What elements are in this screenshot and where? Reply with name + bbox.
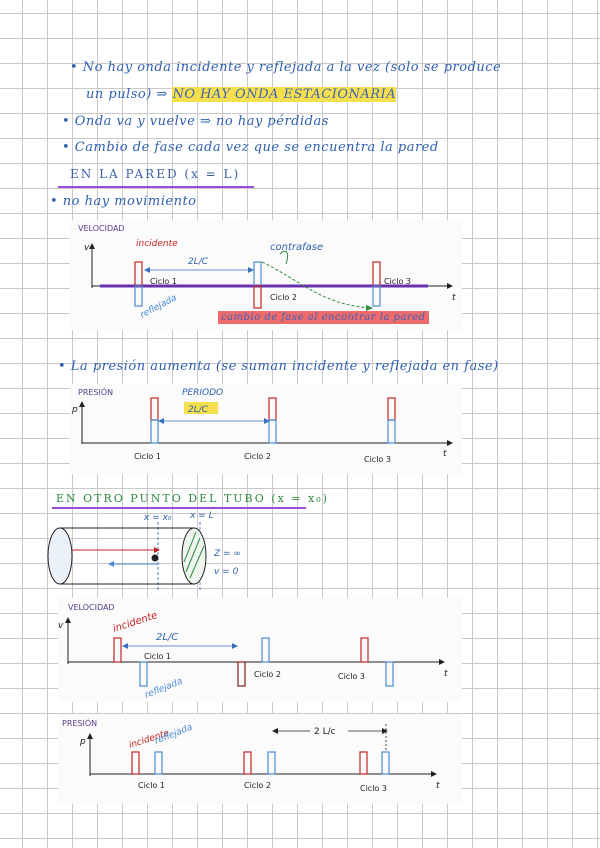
section-title-other-point: EN OTRO PUNTO DEL TUBO (x = x₀) xyxy=(56,492,329,505)
pressure-point-svg: PRESIÓN p t incidente reflejada 2 L/c Ci… xyxy=(62,717,440,793)
tube-wall-hatch xyxy=(183,531,205,579)
tube-x0-label: x = x₀ xyxy=(143,513,172,523)
fig3-title: VELOCIDAD xyxy=(68,603,115,612)
tube-probe-icon xyxy=(151,554,159,562)
fig2-axis-y: p xyxy=(71,405,78,415)
fig1-axis-y: v xyxy=(84,243,90,253)
tube-velocity-zero-label: v = 0 xyxy=(214,567,239,577)
fig2-reflected-pulse-1 xyxy=(150,419,159,444)
pressure-wall-svg: PRESIÓN p t PERIODO 2L/C Ciclo 1 Ciclo 2… xyxy=(71,386,453,464)
fig1-phase-change-arrow xyxy=(261,261,371,309)
fig1-incidente-label: incidente xyxy=(136,239,178,249)
section-underline-at-wall xyxy=(58,186,254,188)
fig1-contrafase-label: contrafase xyxy=(270,242,323,253)
note-line-no-incident-reflected: • No hay onda incidente y reflejada a la… xyxy=(70,60,502,75)
fig1-reflejada-label: reflejada xyxy=(139,293,179,321)
tube-diagram: x = x₀ x = L Z = ∞ v = 0 xyxy=(40,508,250,594)
tube-svg: x = x₀ x = L Z = ∞ v = 0 xyxy=(47,511,241,592)
fig1-y-axis-arrow xyxy=(89,243,95,249)
fig1-cycle-3: Ciclo 3 xyxy=(384,277,411,286)
fig4-title: PRESIÓN xyxy=(62,717,97,728)
note-line-pressure-increases: • La presión aumenta (se suman incidente… xyxy=(58,359,499,374)
fig2-incident-pulse-3 xyxy=(387,397,396,421)
fig1-title: VELOCIDAD xyxy=(78,224,125,233)
note-line-no-losses: • Onda va y vuelve ⇒ no hay pérdidas xyxy=(62,114,329,129)
fig2-cycle-3: Ciclo 3 xyxy=(364,455,391,464)
fig3-axis-x: t xyxy=(444,669,448,679)
fig2-axis-x: t xyxy=(443,449,447,459)
tube-left-end xyxy=(47,527,73,585)
fig2-cycle-1: Ciclo 1 xyxy=(134,452,161,461)
fig1-reflected-pulse-2 xyxy=(253,261,262,287)
velocity-wall-svg: VELOCIDAD v t 2L/C incidente reflejada c… xyxy=(78,224,456,321)
fig3-axis-y: v xyxy=(58,621,64,631)
fig4-cycle-3: Ciclo 3 xyxy=(360,784,387,793)
highlight-phase-change-note: cambio de fase al encontrar la pared xyxy=(218,311,429,324)
note-line-single-pulse: un pulso) ⇒ NO HAY ONDA ESTACIONARIA xyxy=(86,87,397,102)
fig3-incident-pulse-1 xyxy=(113,637,122,663)
fig4-cycle-1: Ciclo 1 xyxy=(138,781,165,790)
fig3-reflected-pulse-3 xyxy=(385,661,394,687)
fig4-cycle-2: Ciclo 2 xyxy=(244,781,271,790)
fig4-reflected-pulse-1 xyxy=(154,751,163,775)
fig1-incident-pulse-3 xyxy=(372,261,381,287)
fig1-contrafase-arrow xyxy=(279,250,289,265)
fig4-incident-pulse-3 xyxy=(359,751,368,775)
fig1-cycle-1: Ciclo 1 xyxy=(150,277,177,286)
highlight-no-standing-wave: NO HAY ONDA ESTACIONARIA xyxy=(172,87,397,102)
fig3-cycle-3: Ciclo 3 xyxy=(338,672,365,681)
fig3-incidente-label: incidente xyxy=(112,610,159,635)
fig2-period-label: 2L/C xyxy=(188,405,209,415)
fig4-reflected-pulse-2 xyxy=(267,751,276,775)
fig2-incident-pulse-2 xyxy=(268,397,277,421)
fig3-cycle-2: Ciclo 2 xyxy=(254,670,281,679)
fig2-cycle-2: Ciclo 2 xyxy=(244,452,271,461)
section-title-at-wall: EN LA PARED (x = L) xyxy=(70,167,241,181)
tube-impedance-label: Z = ∞ xyxy=(213,549,241,559)
fig4-reflected-pulse-3 xyxy=(381,751,390,775)
fig2-period-highlight xyxy=(184,402,218,414)
fig4-incident-pulse-1 xyxy=(131,751,140,775)
fig3-reflejada-label: reflejada xyxy=(143,677,184,701)
fig1-cycle-2: Ciclo 2 xyxy=(270,293,297,302)
fig1-reflected-pulse-1 xyxy=(134,285,143,307)
fig1-incident-pulse-1 xyxy=(134,261,143,287)
figure-velocity-at-point: VELOCIDAD v t incidente reflejada 2L/C C… xyxy=(58,598,462,702)
fig3-cycle-1: Ciclo 1 xyxy=(144,652,171,661)
fig2-title: PRESIÓN xyxy=(78,386,113,397)
fig3-reflected-pulse-1 xyxy=(139,661,148,687)
fig1-reflected-pulse-3 xyxy=(372,285,381,307)
fig1-axis-x: t xyxy=(452,293,456,303)
fig1-x-axis-arrow xyxy=(447,283,453,289)
fig3-period-label: 2L/C xyxy=(156,632,178,643)
note-single-pulse-text: un pulso) ⇒ xyxy=(86,87,168,102)
figure-pressure-at-point: PRESIÓN p t incidente reflejada 2 L/c Ci… xyxy=(58,714,462,804)
fig4-reflejada-label: reflejada xyxy=(153,723,194,747)
fig1-incident-pulse-2 xyxy=(253,285,262,309)
tube-xL-label: x = L xyxy=(189,511,214,521)
figure-pressure-at-wall: PRESIÓN p t PERIODO 2L/C Ciclo 1 Ciclo 2… xyxy=(70,384,462,474)
fig2-reflected-pulse-3 xyxy=(387,419,396,444)
fig4-axis-x: t xyxy=(436,781,440,791)
fig2-incident-pulse-1 xyxy=(150,397,159,421)
fig3-reflected-pulse-2 xyxy=(261,637,270,663)
fig4-axis-y: p xyxy=(79,737,86,747)
fig2-reflected-pulse-2 xyxy=(268,419,277,444)
section-underline-other-point xyxy=(52,507,306,509)
note-line-no-movement: • no hay movimiento xyxy=(50,194,197,209)
fig3-incident-pulse-2 xyxy=(237,661,246,687)
tube-right-end-wall xyxy=(181,527,207,585)
fig1-period-label: 2L/C xyxy=(188,257,209,267)
fig2-periodo-label: PERIODO xyxy=(182,388,223,398)
fig4-period-label: 2 L/c xyxy=(314,727,336,737)
fig4-incident-pulse-2 xyxy=(243,751,252,775)
velocity-point-svg: VELOCIDAD v t incidente reflejada 2L/C C… xyxy=(58,603,448,701)
note-line-phase-change: • Cambio de fase cada vez que se encuent… xyxy=(62,140,439,155)
fig3-incident-pulse-3 xyxy=(360,637,369,663)
